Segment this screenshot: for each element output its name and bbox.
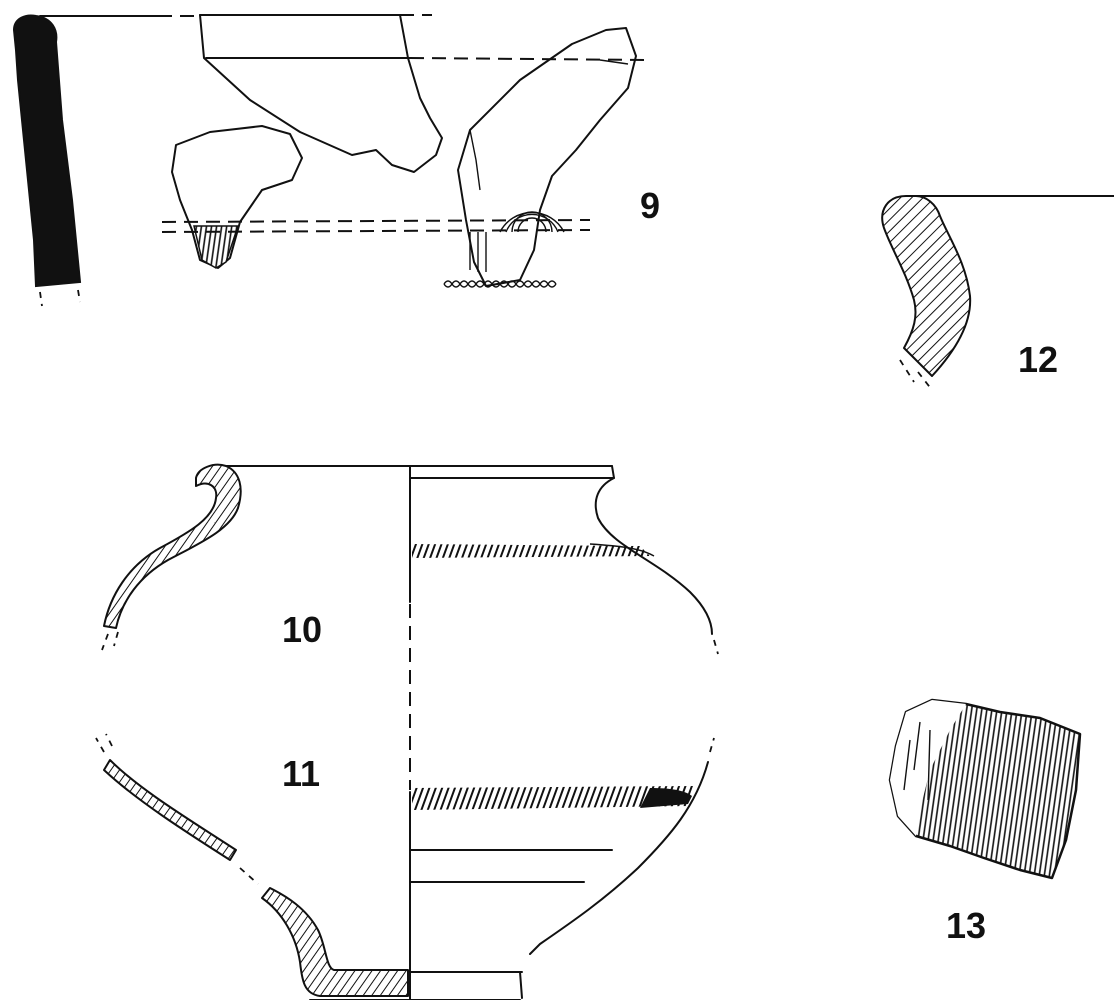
fig9-cord-impression <box>443 280 557 288</box>
figure-12-label: 12 <box>1018 339 1058 380</box>
figure-9-drawing: 9 <box>12 14 660 307</box>
fig9-small-sherd <box>171 125 303 269</box>
figure-10-label: 10 <box>282 609 322 650</box>
fig10-comb-band <box>412 544 650 558</box>
fig11-base-section <box>261 887 409 997</box>
fig11-exterior-profile <box>529 761 709 955</box>
figure-13-drawing: 13 <box>888 698 1082 946</box>
figure-12-drawing: 12 <box>881 195 1114 391</box>
fig9-section-profile <box>12 14 82 288</box>
fig11-body-section <box>103 759 237 861</box>
figure-11-label: 11 <box>282 753 320 794</box>
fig11-comb-band <box>412 786 694 810</box>
fig10-rim-section <box>103 463 242 629</box>
figure-9-label: 9 <box>640 185 660 226</box>
figure-10-11-drawing: 10 11 <box>95 463 719 1000</box>
fig9-concentric-stamp <box>469 211 565 272</box>
fig9-body-sherd <box>457 27 637 287</box>
figure-13-label: 13 <box>946 905 986 946</box>
fig9-rim-sherd <box>199 14 443 173</box>
fig12-rim-section <box>881 195 972 377</box>
